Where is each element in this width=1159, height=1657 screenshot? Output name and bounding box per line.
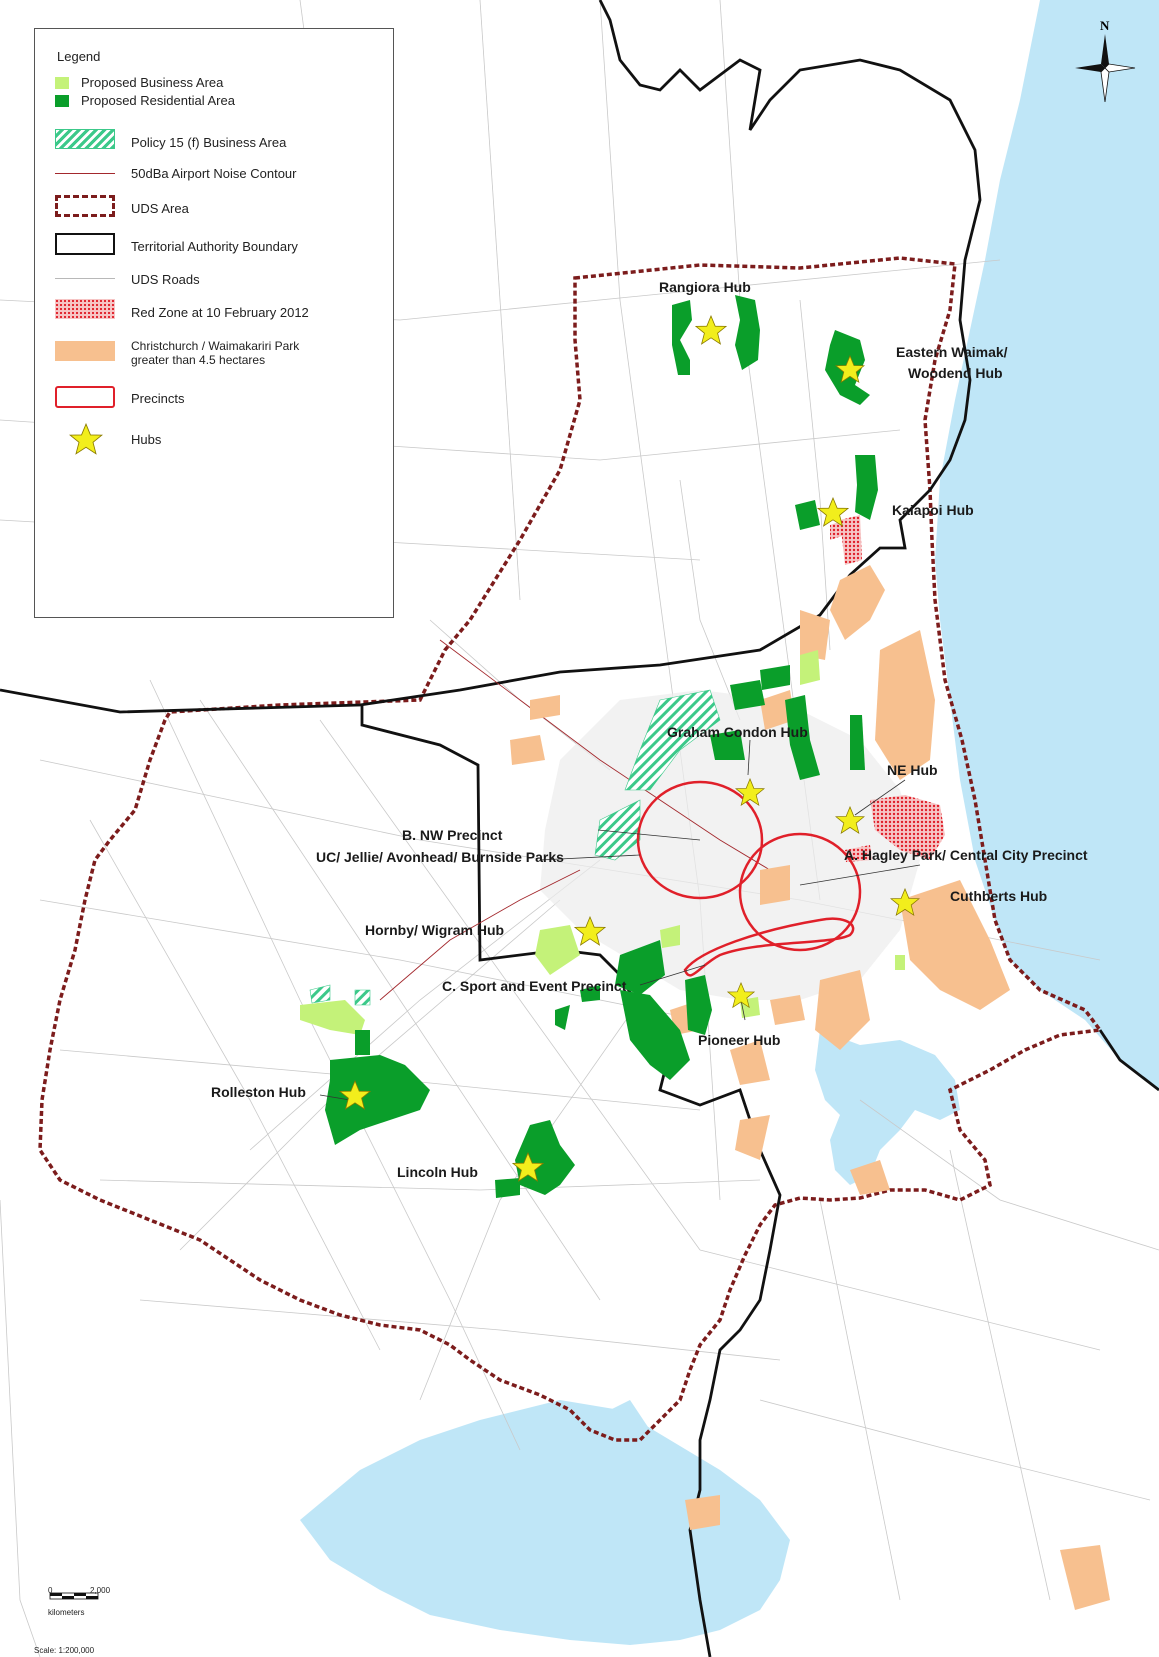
legend-swatch-precincts: [55, 386, 115, 408]
legend-label-residential: Proposed Residential Area: [81, 93, 235, 108]
label-graham-condon-hub: Graham Condon Hub: [667, 724, 808, 740]
legend-label-business: Proposed Business Area: [81, 75, 224, 90]
north-label: N: [1100, 18, 1110, 33]
precinct-nw: [636, 780, 764, 900]
label-sport-event-precinct: C. Sport and Event Precinct: [442, 978, 627, 994]
lake-forsyth: [590, 1400, 650, 1460]
label-ne-hub: NE Hub: [887, 762, 938, 778]
legend-swatch-hubs: [68, 422, 104, 457]
legend-swatch-noise: [55, 173, 115, 174]
legend-swatch-parks: [55, 341, 115, 361]
north-arrow: N: [1075, 18, 1136, 103]
legend-swatch-roads: [55, 278, 115, 279]
label-uc-parks: UC/ Jellie/ Avonhead/ Burnside Parks: [316, 849, 564, 865]
sea-east: [935, 0, 1159, 1090]
label-hornby-wigram-hub: Hornby/ Wigram Hub: [365, 922, 504, 938]
star-icon: [68, 422, 104, 455]
uds-area-boundary: [38, 256, 1104, 1442]
scale-start: 0: [48, 1586, 53, 1595]
label-rangiora-hub: Rangiora Hub: [659, 279, 751, 295]
hub-star-rangiora: [695, 315, 727, 345]
legend-swatch-uds: [55, 195, 115, 217]
label-pioneer-hub: Pioneer Hub: [698, 1032, 780, 1048]
scale-ratio: Scale: 1:200,000: [34, 1646, 95, 1655]
label-nw-precinct: B. NW Precinct: [402, 827, 503, 843]
scale-unit: kilometers: [48, 1608, 85, 1617]
map-legend: Legend Proposed Business Area Proposed R…: [34, 28, 394, 618]
legend-title: Legend: [57, 49, 101, 64]
legend-label-uds: UDS Area: [131, 201, 189, 216]
legend-label-ta: Territorial Authority Boundary: [131, 239, 298, 254]
legend-swatch-business: [55, 77, 69, 89]
lake-ellesmere: [300, 1400, 790, 1645]
harbour: [815, 1030, 960, 1185]
label-eastern-waimak-1: Eastern Waimak/: [896, 344, 1008, 360]
legend-swatch-redzone: [55, 299, 115, 319]
legend-label-hubs: Hubs: [131, 432, 162, 447]
label-rolleston-hub: Rolleston Hub: [211, 1084, 306, 1100]
label-eastern-waimak-2: Woodend Hub: [908, 365, 1003, 381]
label-lincoln-hub: Lincoln Hub: [397, 1164, 478, 1180]
parks: [510, 565, 1110, 1610]
label-cuthberts-hub: Cuthberts Hub: [950, 888, 1047, 904]
proposed-business-area: [300, 650, 905, 1035]
label-hagley-precinct: A. Hagley Park/ Central City Precinct: [844, 847, 1088, 863]
scale-bar: [49, 1592, 99, 1600]
legend-label-redzone: Red Zone at 10 February 2012: [131, 305, 309, 320]
airport-noise-contour-2: [379, 869, 581, 1001]
proposed-residential-area: [325, 295, 878, 1198]
legend-swatch-residential: [55, 95, 69, 107]
precincts: [636, 780, 862, 977]
legend-label-precincts: Precincts: [131, 391, 185, 406]
label-kaiapoi-hub: Kaiapoi Hub: [892, 502, 974, 518]
legend-label-noise: 50dBa Airport Noise Contour: [131, 166, 297, 181]
legend-swatch-policy15f: [55, 129, 115, 149]
legend-swatch-ta: [55, 233, 115, 255]
scale-end: 2,000: [90, 1586, 111, 1595]
legend-label-roads: UDS Roads: [131, 272, 200, 287]
precinct-hagley: [738, 832, 862, 952]
legend-label-policy15f: Policy 15 (f) Business Area: [131, 135, 287, 150]
red-zone: [830, 515, 945, 862]
label-leaders: [319, 739, 921, 1101]
legend-label-parks: Christchurch / Waimakariri Park greater …: [131, 339, 300, 367]
precinct-sport-event: [683, 917, 855, 977]
policy-15f-business-area: [309, 689, 721, 1006]
